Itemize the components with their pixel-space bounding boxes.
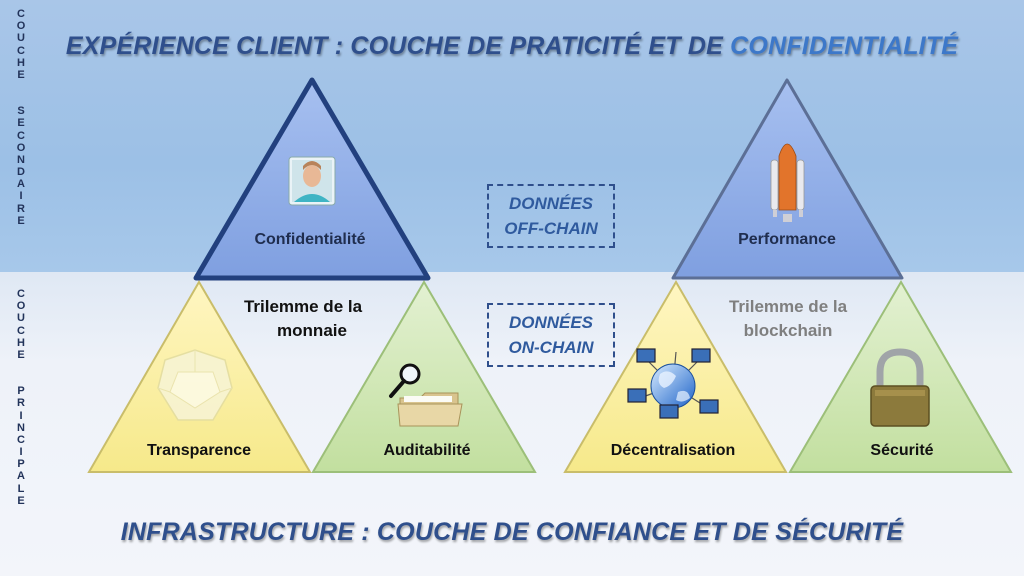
side-letter: H — [17, 336, 25, 349]
side-letter: E — [17, 117, 25, 130]
side-letter: U — [17, 312, 25, 325]
security-triangle — [788, 280, 1013, 473]
side-letter: I — [19, 409, 23, 422]
person-photo-icon — [288, 156, 336, 206]
glass-gem-icon — [157, 349, 233, 421]
side-letter: E — [17, 494, 25, 507]
on-chain-line2: ON-CHAIN — [508, 338, 594, 357]
blockchain-trilemma-title-line1: Trilemme de la — [729, 297, 848, 316]
side-letter: I — [19, 190, 23, 203]
on-chain-data-box: DONNÉES ON-CHAIN — [487, 303, 615, 367]
money-trilemma-title-line1: Trilemme de la — [244, 297, 363, 316]
top-title-main: EXPÉRIENCE CLIENT : COUCHE DE PRATICITÉ … — [65, 32, 731, 60]
side-letter: R — [17, 202, 25, 215]
off-chain-data-box: DONNÉES OFF-CHAIN — [487, 184, 615, 248]
decentralization-label: Décentralisation — [611, 442, 735, 459]
side-letter: D — [17, 166, 25, 179]
bottom-title: INFRASTRUCTURE : COUCHE DE CONFIANCE ET … — [120, 518, 904, 546]
side-letter: O — [16, 20, 26, 33]
auditability-label: Auditabilité — [383, 442, 470, 459]
on-chain-line1: DONNÉES — [508, 313, 594, 332]
side-letter: E — [17, 68, 25, 81]
confidentiality-label: Confidentialité — [254, 231, 365, 248]
side-letter: A — [17, 178, 25, 191]
side-letter: E — [17, 348, 25, 361]
side-letter: N — [17, 421, 25, 434]
security-label: Sécurité — [870, 442, 933, 459]
network-globe-icon — [627, 348, 719, 419]
folder-magnifier-icon — [389, 363, 463, 427]
rocket-icon — [770, 143, 805, 222]
side-letter: N — [17, 153, 25, 166]
side-letter: C — [17, 288, 25, 300]
money-trilemma-title-line2: monnaie — [277, 321, 347, 340]
side-letter: C — [17, 129, 25, 142]
side-letter: P — [17, 458, 25, 471]
side-letter: U — [17, 32, 25, 45]
top-title-highlight: CONFIDENTIALITÉ — [730, 32, 959, 60]
side-letter: L — [17, 482, 25, 495]
top-title: EXPÉRIENCE CLIENT : COUCHE DE PRATICITÉ … — [0, 32, 1024, 61]
side-letter: C — [17, 8, 25, 20]
transparency-label: Transparence — [147, 442, 251, 459]
blockchain-trilemma-title-line2: blockchain — [744, 321, 833, 340]
side-letter: S — [17, 105, 25, 118]
side-letter: P — [17, 385, 25, 398]
side-letter: O — [16, 141, 26, 154]
performance-label: Performance — [738, 231, 836, 248]
off-chain-line1: DONNÉES — [508, 194, 594, 213]
side-letter: A — [17, 470, 25, 483]
side-letter: C — [17, 433, 25, 446]
side-letter: R — [17, 397, 25, 410]
side-letter: C — [17, 44, 25, 57]
padlock-icon — [870, 348, 930, 427]
auditability-triangle — [311, 280, 537, 473]
off-chain-line2: OFF-CHAIN — [504, 219, 598, 238]
side-letter: E — [17, 214, 25, 227]
side-letter: I — [19, 446, 23, 459]
side-letter: C — [17, 324, 25, 337]
side-letter: O — [16, 300, 26, 313]
side-letter: H — [17, 56, 25, 69]
